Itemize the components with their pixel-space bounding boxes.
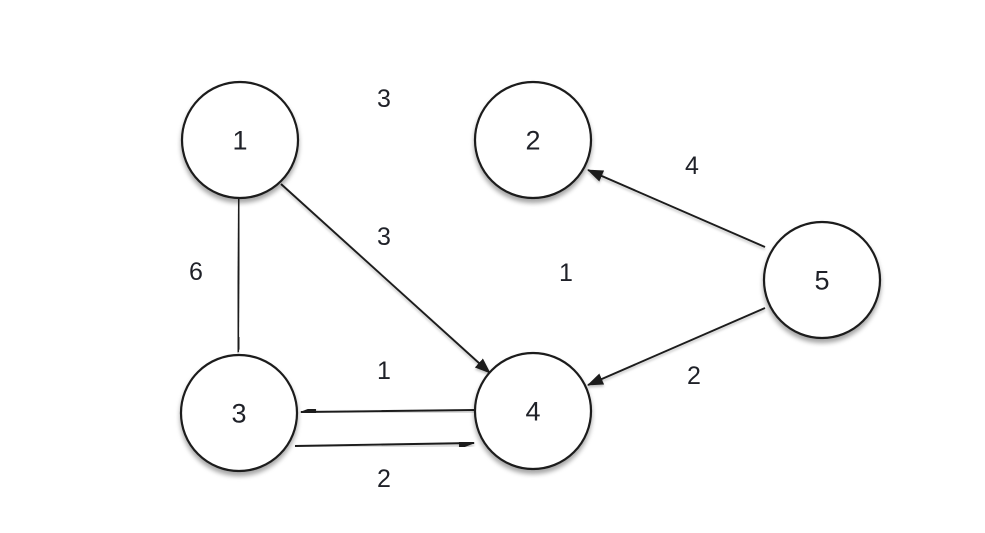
edge-weight-5-2: 4 [685, 152, 699, 180]
edge-3-4 [294, 437, 475, 450]
node-label-1: 1 [232, 126, 247, 156]
node-3[interactable]: 3 [179, 353, 299, 473]
edge-weight-2-1: 3 [377, 85, 391, 113]
edge-weight-5-4: 2 [687, 362, 701, 390]
node-circle-3[interactable] [179, 353, 299, 473]
edge-5-4 [587, 307, 766, 386]
node-circle-4[interactable] [473, 351, 593, 471]
edges-layer [232, 134, 766, 450]
edge-weight-4-2: 1 [559, 259, 573, 287]
edge-1-4 [280, 183, 491, 374]
edge-weight-3-4: 2 [377, 465, 391, 493]
edge-weight-1-3: 6 [189, 258, 203, 286]
edge-labels-layer: 3 6 3 1 4 2 1 2 [189, 85, 701, 493]
node-2[interactable]: 2 [473, 80, 593, 200]
node-1[interactable]: 1 [180, 80, 300, 200]
edge-4-3 [300, 405, 477, 418]
node-circle-1[interactable] [180, 80, 300, 200]
node-4[interactable]: 4 [473, 351, 593, 471]
node-label-3: 3 [231, 399, 246, 429]
node-circle-2[interactable] [473, 80, 593, 200]
edge-5-2 [587, 169, 766, 248]
edge-weight-1-4: 3 [377, 223, 391, 251]
node-label-5: 5 [814, 266, 829, 296]
edge-1-3 [232, 198, 245, 353]
node-5[interactable]: 5 [762, 220, 882, 340]
node-circle-5[interactable] [762, 220, 882, 340]
nodes-layer: 1 2 3 4 5 [179, 80, 882, 473]
edge-weight-4-3: 1 [377, 357, 391, 385]
node-label-4: 4 [525, 397, 540, 427]
node-label-2: 2 [525, 126, 540, 156]
